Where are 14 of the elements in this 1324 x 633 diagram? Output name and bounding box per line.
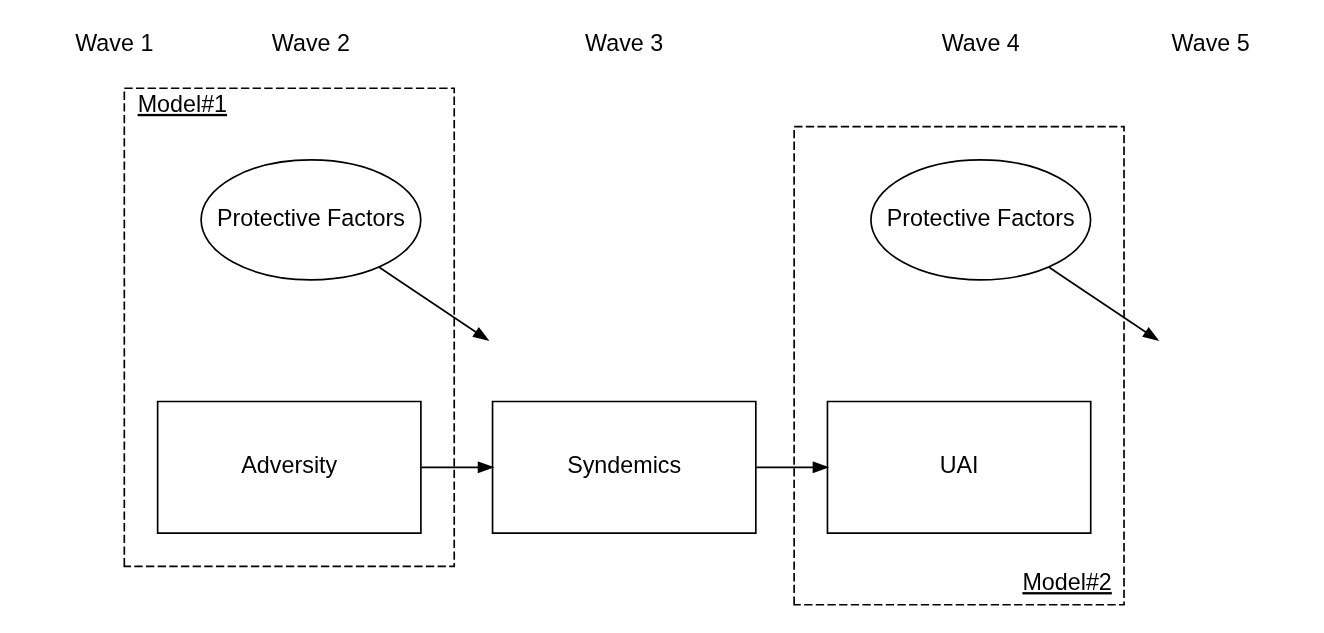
label: Wave 1: [74, 30, 153, 57]
node-ellipse: Protective Factors: [199, 159, 422, 281]
node-box: UAI: [826, 400, 1092, 534]
label: Wave 2: [271, 30, 350, 57]
arrow: [377, 266, 489, 342]
label: Wave 5: [1171, 30, 1250, 57]
node-box: Syndemics: [491, 400, 757, 534]
node-ellipse: Protective Factors: [869, 159, 1091, 281]
label: Wave 3: [584, 30, 663, 57]
node-box: Adversity: [156, 400, 422, 534]
label: Wave 4: [941, 30, 1020, 57]
arrow: [1047, 266, 1159, 342]
arrow: [754, 461, 829, 474]
arrow: [420, 461, 494, 474]
